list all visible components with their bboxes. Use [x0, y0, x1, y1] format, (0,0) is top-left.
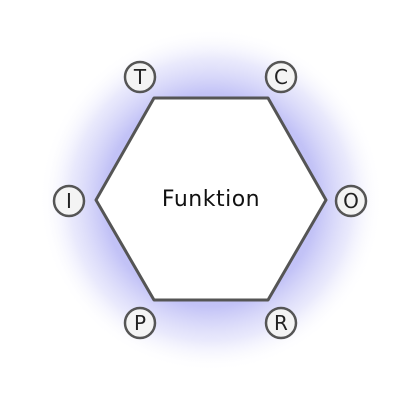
node-c-circle	[264, 60, 298, 94]
node-i[interactable]: I	[52, 184, 86, 218]
node-o[interactable]: O	[334, 184, 368, 218]
node-c[interactable]: C	[264, 60, 298, 94]
node-r-label: R	[274, 311, 288, 335]
node-t[interactable]: T	[123, 60, 157, 94]
node-p-label: P	[134, 311, 146, 335]
node-c-label: C	[274, 65, 288, 89]
node-i-circle	[52, 184, 86, 218]
node-t-label: T	[133, 65, 147, 89]
node-t-circle	[123, 60, 157, 94]
node-o-label: O	[343, 189, 359, 213]
function-hexagon	[94, 96, 328, 302]
node-p[interactable]: P	[123, 306, 157, 340]
node-o-circle	[334, 184, 368, 218]
node-i-label: I	[66, 189, 72, 213]
node-r-circle	[264, 306, 298, 340]
node-r[interactable]: R	[264, 306, 298, 340]
center-label: Funktion	[162, 187, 260, 212]
node-p-circle	[123, 306, 157, 340]
